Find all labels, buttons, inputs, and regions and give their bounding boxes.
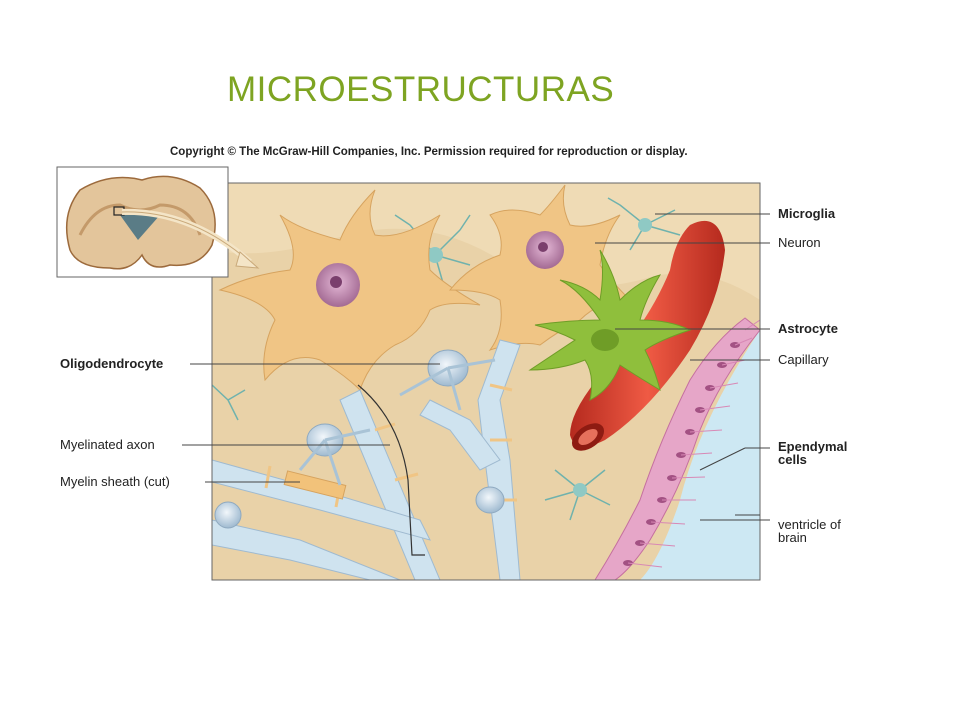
copyright-notice: Copyright © The McGraw-Hill Companies, I… [170, 146, 688, 158]
tissue-panel [212, 183, 760, 580]
slide-title: MICROESTRUCTURAS [227, 70, 615, 109]
label-ependymal-line2: cells [778, 452, 807, 467]
label-ventricle-line1: ventricle of [778, 517, 841, 532]
label-astrocyte: Astrocyte [778, 321, 838, 336]
ependymal-cells [594, 317, 760, 580]
label-neuron: Neuron [778, 235, 821, 250]
label-ependymal-line1: Ependymal [778, 439, 848, 454]
ventricle-region [640, 330, 760, 580]
label-oligodendrocyte: Oligodendrocyte [60, 356, 164, 371]
label-microglia: Microglia [778, 206, 836, 221]
label-myelinated-axon: Myelinated axon [60, 437, 155, 452]
label-capillary: Capillary [778, 352, 829, 367]
astrocyte-cell [528, 249, 692, 401]
label-leader-lines [182, 213, 770, 521]
microglia-cells [212, 197, 681, 521]
myelinated-axons [212, 339, 521, 580]
oligodendrocyte-cells [214, 349, 505, 529]
brain-inset [56, 166, 260, 278]
neuron-cell-left [218, 189, 481, 391]
label-myelin-sheath: Myelin sheath (cut) [60, 474, 170, 489]
label-ventricle-line2: brain [778, 530, 807, 545]
